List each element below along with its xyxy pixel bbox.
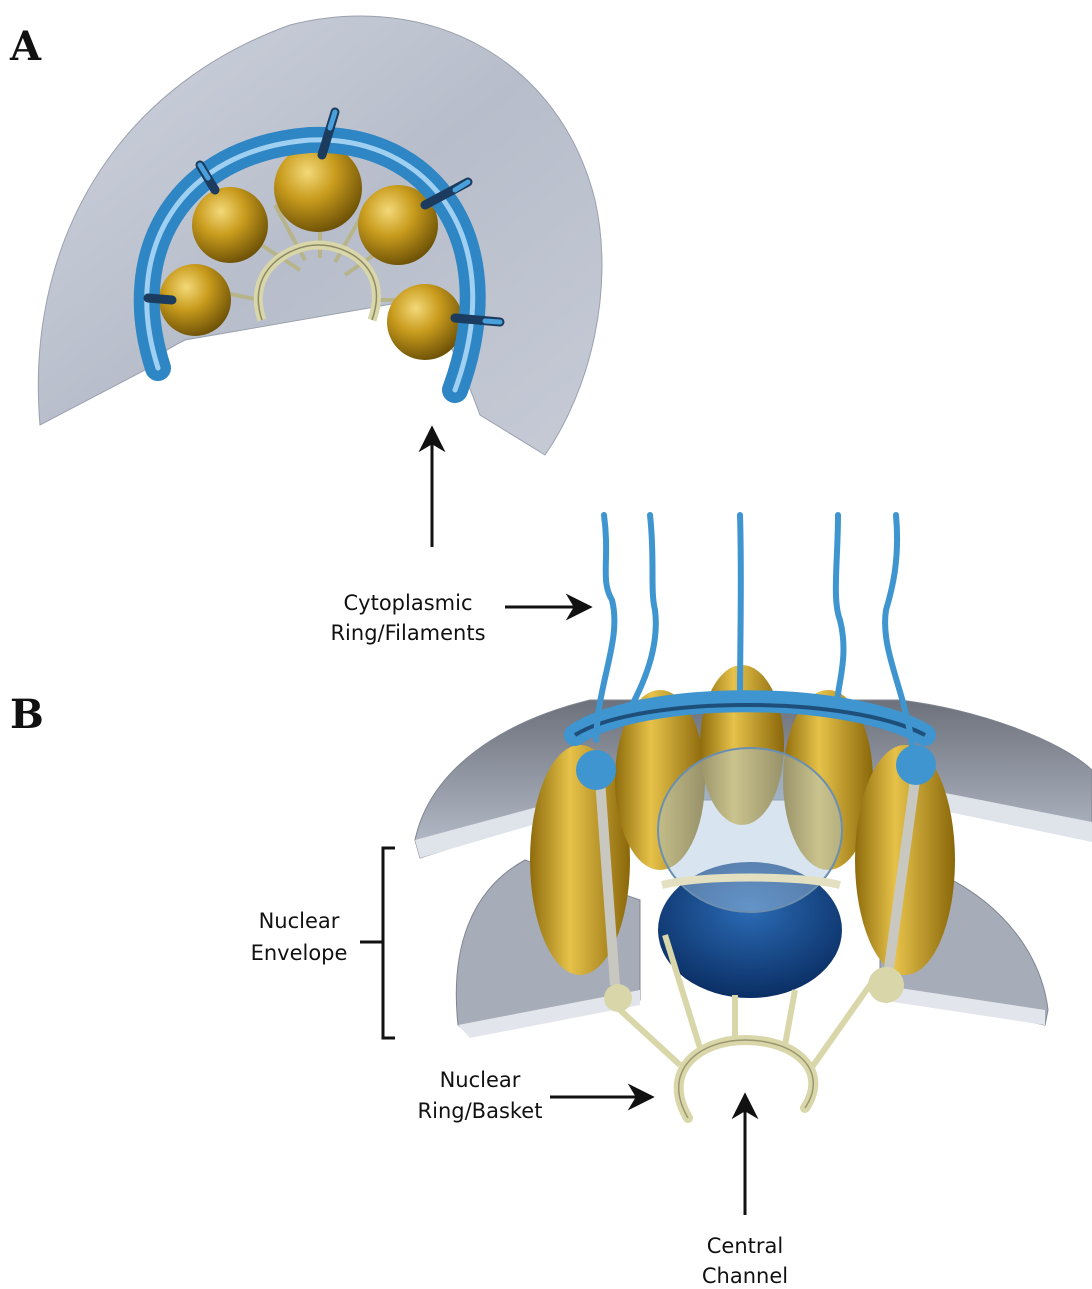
translucent-channel [658, 748, 842, 912]
panel-a-letter: A [9, 23, 42, 70]
label-envelope-line2: Envelope [251, 941, 348, 965]
label-basket-line1: Nuclear [440, 1068, 521, 1092]
label-envelope-line1: Nuclear [259, 909, 340, 933]
label-basket-line2: Ring/Basket [418, 1099, 543, 1123]
label-basket: Nuclear Ring/Basket [418, 1068, 652, 1123]
panel-b: B [10, 515, 1092, 1288]
label-channel-line1: Central [707, 1234, 783, 1258]
label-cytoplasmic-line1: Cytoplasmic [344, 591, 473, 615]
panel-b-letter: B [10, 691, 44, 738]
label-cytoplasmic-line2: Ring/Filaments [330, 621, 485, 645]
label-channel: Central Channel [702, 1095, 788, 1288]
panel-a: A [9, 16, 602, 547]
label-channel-line2: Channel [702, 1264, 788, 1288]
label-cytoplasmic: Cytoplasmic Ring/Filaments [330, 591, 590, 645]
envelope-bracket [360, 848, 395, 1038]
label-envelope: Nuclear Envelope [251, 848, 395, 1038]
